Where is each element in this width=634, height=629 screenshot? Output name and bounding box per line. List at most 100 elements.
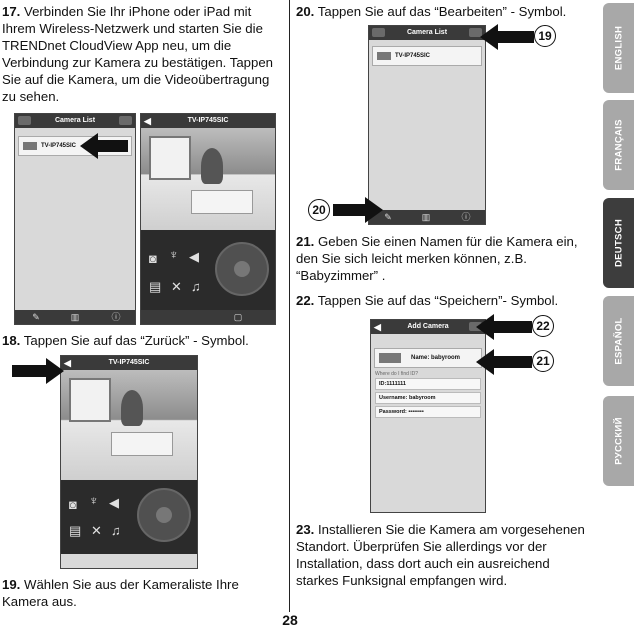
step-20: 20. Tappen Sie auf das “Bearbeiten” - Sy… (296, 3, 586, 20)
camera-thumbnail (377, 52, 391, 60)
step-number: 20. (296, 4, 315, 19)
language-tab-francais[interactable]: FRANÇAIS (603, 100, 634, 190)
camera-icon: ◙ (69, 497, 77, 512)
camera-icon: ◙ (149, 251, 157, 266)
column-divider (289, 0, 290, 612)
language-tab-english[interactable]: ENGLISH (603, 3, 634, 93)
microphone-icon: ♆ (169, 247, 179, 262)
pencil-icon: ✎ (32, 312, 40, 322)
save-icon (469, 322, 482, 331)
trash-icon: ▥ (421, 212, 431, 222)
back-icon: ◀ (144, 116, 151, 126)
camera-controls: ◙ ♆ ◀ ▤ ✕ ♫ (141, 230, 275, 310)
step-number: 17. (2, 4, 21, 19)
camera-controls: ◙ ♆ ◀ ▤ ✕ ♫ (61, 480, 197, 554)
language-tab-deutsch[interactable]: DEUTSCH (603, 198, 634, 288)
ptz-dpad (137, 488, 191, 542)
camera-name: TV-IP745SIC (41, 143, 77, 149)
step-text: Tappen Sie auf das “Bearbeiten” - Symbol… (317, 4, 567, 19)
page-number: 28 (282, 612, 298, 628)
trash-icon: ▥ (70, 312, 80, 322)
video-icon: ▤ (69, 523, 82, 538)
speaker-icon: ◀ (189, 249, 199, 264)
camera-feed (61, 370, 197, 480)
topbar-title: Camera List (406, 29, 448, 36)
arrow-pointer (12, 358, 64, 384)
music-icon: ♫ (111, 523, 121, 538)
arrow-pointer (333, 197, 383, 223)
arrow-pointer (80, 133, 128, 159)
step-text: Tappen Sie auf das “Zurück” - Symbol. (23, 333, 249, 348)
arrow-pointer (476, 314, 532, 340)
step-number: 19. (2, 577, 21, 592)
ptz-dpad (215, 242, 269, 296)
settings-icon (372, 28, 385, 37)
info-icon: ⓘ (461, 212, 471, 222)
topbar-title: Add Camera (407, 323, 449, 330)
app-topbar: ◀ TV-IP745SIC (141, 114, 275, 128)
topbar-title: TV-IP745SIC (108, 359, 150, 366)
step-22: 22. Tappen Sie auf das “Speichern”- Symb… (296, 292, 586, 309)
back-icon: ◀ (64, 358, 71, 368)
topbar-title: Camera List (54, 117, 96, 124)
step-text: Installieren Sie die Kamera am vorgesehe… (296, 522, 585, 588)
username-field: Username: babyroom (375, 392, 481, 404)
language-tab-espanol[interactable]: ESPAÑOL (603, 296, 634, 386)
music-icon: ♫ (191, 279, 201, 294)
tools-icon: ✕ (171, 279, 182, 294)
settings-icon (18, 116, 31, 125)
back-icon: ◀ (374, 322, 381, 332)
edit-icon (469, 28, 482, 37)
microphone-icon: ♆ (89, 493, 99, 508)
app-topbar: Camera List (15, 114, 135, 128)
arrow-pointer (476, 349, 532, 375)
step-number: 18. (2, 333, 21, 348)
step-19: 19. Wählen Sie aus der Kameraliste Ihre … (2, 576, 285, 610)
step-text: Geben Sie einen Namen für die Kamera ein… (296, 234, 578, 283)
speaker-icon: ◀ (109, 495, 119, 510)
section-label: Where do I find ID? (375, 371, 419, 377)
tools-icon: ✕ (91, 523, 102, 538)
step-number: 21. (296, 234, 315, 249)
snapshot-icon: ▢ (233, 312, 243, 322)
app-bottombar: ✎ ▥ ⓘ (369, 210, 485, 224)
screenshot-live-view-back: ◀ TV-IP745SIC ◙ ♆ ◀ ▤ ✕ ♫ (60, 355, 198, 569)
step-17: 17. Verbinden Sie Ihr iPhone oder iPad m… (2, 3, 285, 105)
step-text: Wählen Sie aus der Kameraliste Ihre Kame… (2, 577, 239, 609)
arrow-pointer (480, 24, 534, 50)
step-text: Tappen Sie auf das “Speichern”- Symbol. (317, 293, 559, 308)
screenshot-live-view: ◀ TV-IP745SIC ◙ ♆ ◀ ▤ ✕ ♫ ▢ (140, 113, 276, 325)
camera-list-item: TV-IP745SIC (372, 46, 482, 66)
step-23: 23. Installieren Sie die Kamera am vorge… (296, 521, 586, 589)
app-topbar: ◀ TV-IP745SIC (61, 356, 197, 370)
name-field: Name: babyroom (411, 355, 461, 361)
step-21: 21. Geben Sie einen Namen für die Kamera… (296, 233, 586, 284)
language-tab-russian[interactable]: РУССКИЙ (603, 396, 634, 486)
step-number: 23. (296, 522, 315, 537)
step-number: 22. (296, 293, 315, 308)
camera-name-row: Name: babyroom (374, 348, 482, 368)
camera-thumbnail (379, 353, 401, 363)
video-icon: ▤ (149, 279, 162, 294)
camera-name: TV-IP745SIC (395, 53, 431, 59)
callout-21: 21 (532, 350, 554, 372)
id-field: ID:1111111 (375, 378, 481, 390)
screenshot-camera-list-edit: Camera List TV-IP745SIC ✎ ▥ ⓘ (368, 25, 486, 225)
password-field: Password: •••••••• (375, 406, 481, 418)
camera-feed (141, 128, 275, 230)
step-18: 18. Tappen Sie auf das “Zurück” - Symbol… (2, 332, 285, 349)
info-icon: ⓘ (111, 312, 121, 322)
camera-thumbnail (23, 142, 37, 150)
app-bottombar: ✎ ▥ ⓘ (15, 310, 135, 324)
pencil-icon: ✎ (384, 212, 392, 222)
step-text: Verbinden Sie Ihr iPhone oder iPad mit I… (2, 4, 274, 104)
app-topbar: ◀ Add Camera (371, 320, 485, 334)
topbar-title: TV-IP745SIC (187, 117, 229, 124)
app-topbar: Camera List (369, 26, 485, 40)
app-bottombar: ▢ (141, 310, 275, 324)
callout-19: 19 (534, 25, 556, 47)
callout-20: 20 (308, 199, 330, 221)
callout-22: 22 (532, 315, 554, 337)
screenshot-add-camera: ◀ Add Camera Name: babyroom Where do I f… (370, 319, 486, 513)
edit-icon (119, 116, 132, 125)
